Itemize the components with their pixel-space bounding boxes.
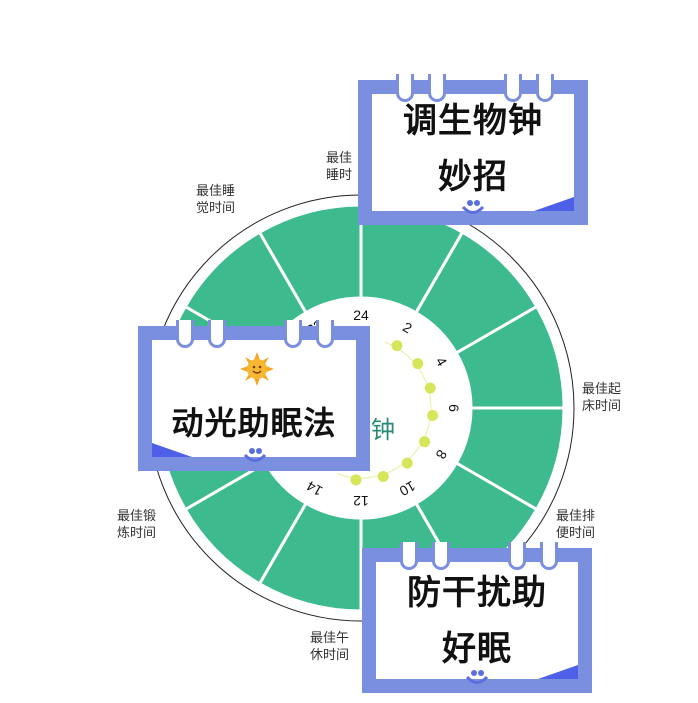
- label-best-wake-time: 最佳起床时间: [582, 382, 622, 414]
- label-best-nap-time: 最佳午休时间: [310, 631, 350, 663]
- time-dot: [412, 358, 424, 370]
- card-anti-disturbance: 防干扰助 好眠: [362, 542, 592, 693]
- card-title: 调生物钟: [403, 101, 543, 141]
- time-dot: [377, 470, 389, 482]
- time-dot: [401, 457, 413, 469]
- hour-label: 24: [353, 307, 369, 323]
- card-subtitle: 妙招: [438, 157, 508, 197]
- smiley-icon: [243, 448, 267, 462]
- sun-icon: [240, 352, 274, 386]
- time-dot: [427, 410, 439, 422]
- time-dot: [391, 340, 403, 352]
- card-bio-clock-tips: 调生物钟 妙招: [358, 74, 588, 225]
- page-fold-icon: [534, 197, 574, 211]
- smiley-icon: [461, 200, 485, 214]
- label-best-toilet-time: 最佳排便时间: [556, 509, 596, 541]
- hour-label: 10: [397, 478, 419, 500]
- hour-label: 6: [446, 404, 462, 412]
- label-best-sleep-time: 最佳睡觉时间: [196, 184, 236, 216]
- hour-label: 12: [353, 493, 369, 509]
- smiley-icon: [465, 670, 489, 684]
- center-text: 钟: [371, 416, 395, 444]
- time-dot: [419, 436, 431, 448]
- hour-label: 14: [304, 478, 326, 500]
- time-dot: [350, 474, 362, 486]
- page-fold-icon: [538, 665, 578, 679]
- page-fold-icon: [152, 443, 192, 457]
- card-title: 防干扰助: [407, 573, 547, 613]
- card-subtitle: 好眠: [442, 629, 512, 669]
- label-best-exercise-time: 最佳锻炼时间: [117, 509, 157, 541]
- time-dot: [424, 382, 436, 394]
- card-light-sleep-method: 动光助眠法: [138, 320, 370, 471]
- card-title: 动光助眠法: [171, 404, 337, 442]
- dot-arc: [336, 341, 432, 479]
- label-top-partial: 最佳睡时: [326, 151, 353, 183]
